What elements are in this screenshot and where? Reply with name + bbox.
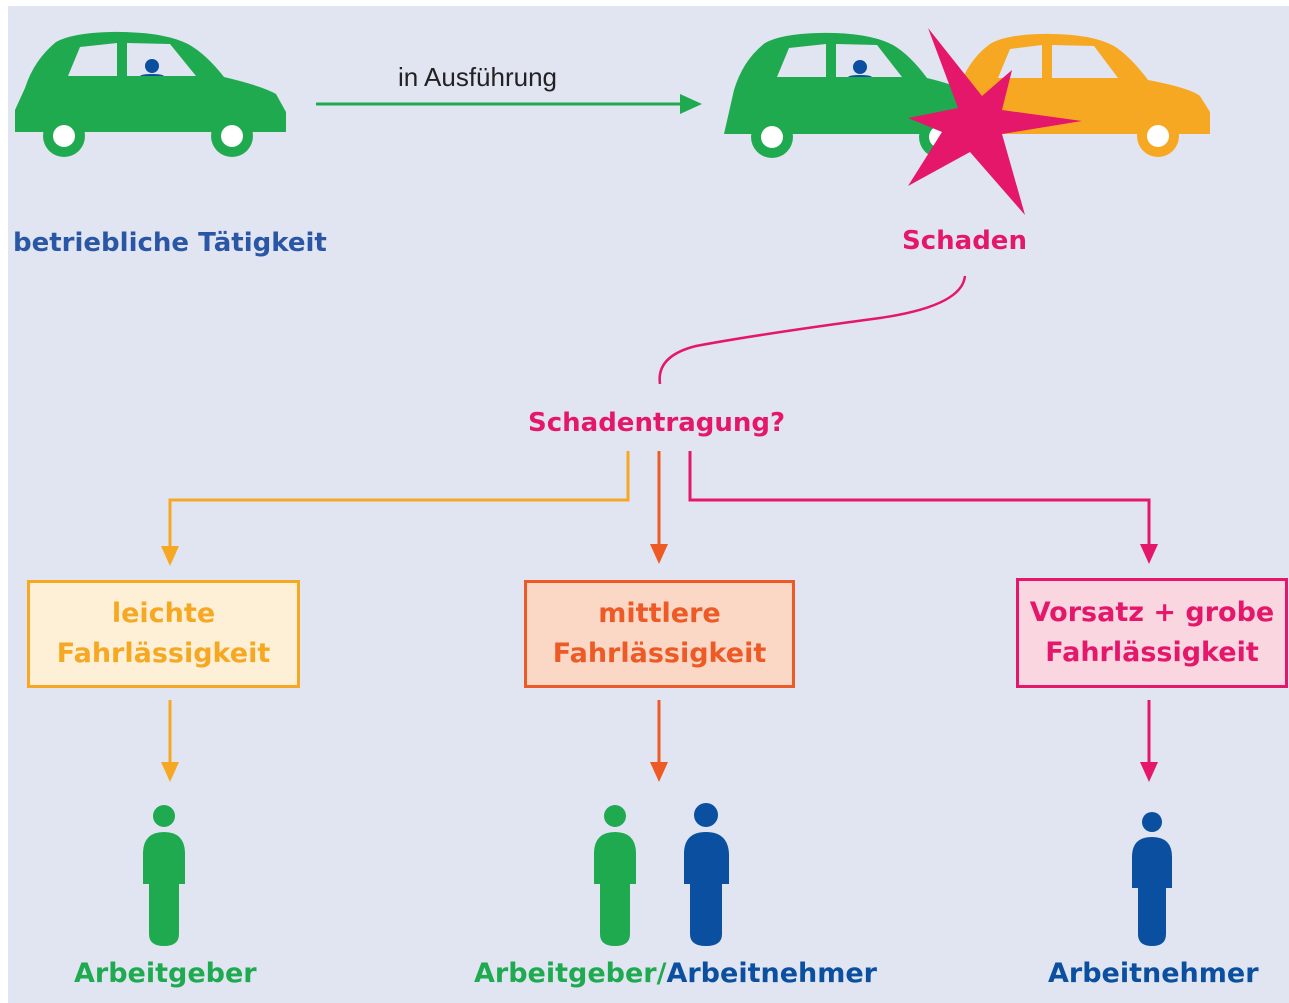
bearer-employee: Arbeitnehmer: [1048, 958, 1259, 989]
question-label: Schadentragung?: [528, 408, 786, 438]
box-line-1: leichte: [111, 598, 216, 629]
box-intent-gross-negligence: Vorsatz + grobe Fahrlässigkeit: [1016, 578, 1288, 688]
person-icon: [1132, 812, 1172, 946]
damage-label: Schaden: [902, 226, 1027, 256]
box-line-1: Vorsatz + grobe: [1029, 597, 1275, 628]
arrow-to-bearer-right: [1140, 700, 1158, 782]
box-medium-negligence: mittlere Fahrlässigkeit: [524, 580, 795, 688]
branch-arrow-left: [161, 451, 630, 566]
arrow-in-execution: [316, 94, 702, 114]
person-icon: [594, 805, 636, 946]
car-icon: [958, 33, 1210, 157]
arrow-to-bearer-middle: [650, 700, 668, 782]
box-line-2: Fahrlässigkeit: [56, 638, 271, 669]
box-line-1: mittlere: [598, 598, 721, 629]
person-icon: [143, 805, 185, 946]
person-icon: [684, 803, 729, 946]
branch-arrow-middle: [650, 451, 668, 564]
bearer-shared-employee: Arbeitnehmer: [666, 958, 877, 989]
bearer-shared: Arbeitgeber/Arbeitnehmer: [474, 958, 877, 989]
collision-star-icon: [908, 28, 1082, 215]
car-icon: [15, 31, 286, 157]
box-line-2: Fahrlässigkeit: [1045, 637, 1259, 668]
bearer-employer: Arbeitgeber: [74, 958, 257, 989]
activity-label: betriebliche Tätigkeit: [13, 228, 327, 258]
bearer-shared-employer: Arbeitgeber/: [474, 958, 667, 989]
diagram-background: [8, 6, 1289, 1003]
branch-arrow-right: [688, 451, 1158, 564]
connector-curve: [658, 275, 967, 385]
arrow-label: in Ausführung: [398, 62, 558, 92]
box-light-negligence: leichte Fahrlässigkeit: [27, 580, 300, 688]
box-line-2: Fahrlässigkeit: [552, 638, 767, 669]
arrow-to-bearer-left: [161, 700, 179, 782]
